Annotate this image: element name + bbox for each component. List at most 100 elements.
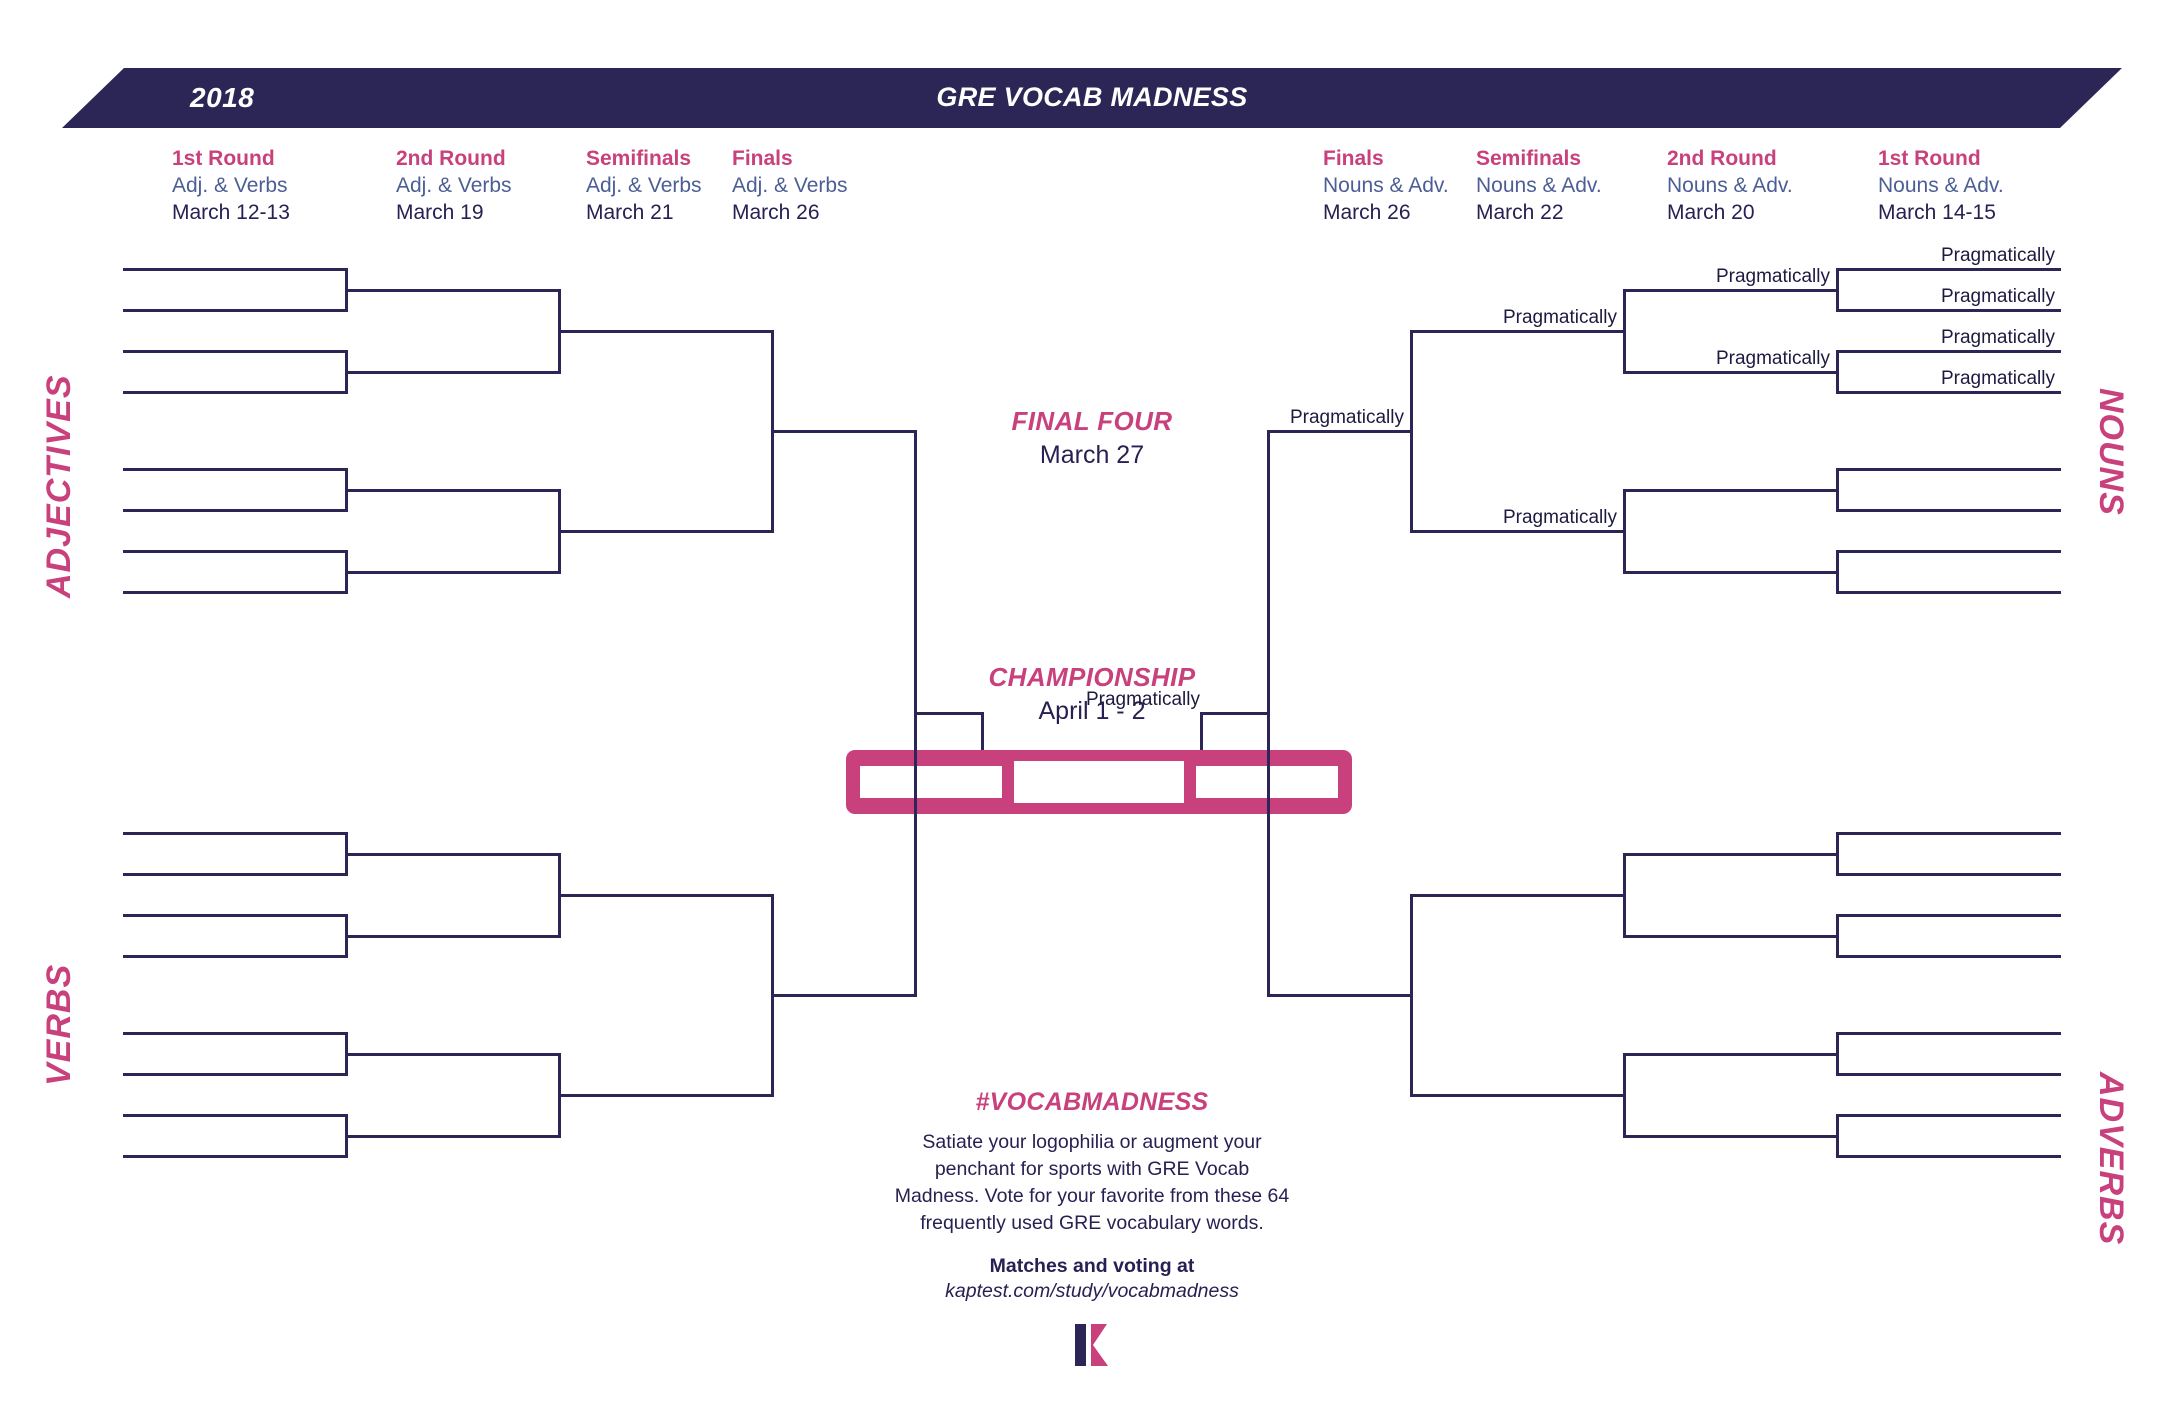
bracket-slot-round1 [123, 1114, 345, 1117]
voting-url[interactable]: kaptest.com/study/vocabmadness [945, 1279, 1239, 1302]
bracket-connector-semifinal [771, 894, 774, 1097]
bracket-slot-round1 [1839, 1114, 2061, 1117]
round-group: Nouns & Adv. [1476, 173, 1602, 197]
bracket-slot-round1 [1839, 914, 2061, 917]
bracket-connector-round1 [1836, 832, 1839, 876]
bracket-slot-round1 [1839, 1032, 2061, 1035]
round-group: Nouns & Adv. [1878, 173, 2004, 197]
banner-title: GRE VOCAB MADNESS [936, 82, 1248, 112]
championship-slot-left[interactable] [860, 766, 1003, 798]
championship-slot-winner[interactable] [1014, 761, 1184, 803]
header-banner [62, 68, 2122, 128]
bracket-slot-semifinal [1413, 530, 1623, 533]
final-four-title: FINAL FOUR [1011, 406, 1173, 436]
round-name: 2nd Round [1667, 147, 1777, 170]
championship-date: April 1 - 2 [1038, 697, 1146, 725]
bracket-slot-round1 [1839, 468, 2061, 471]
bracket-slot-round2 [348, 1135, 558, 1138]
bracket-slot-round2 [348, 1053, 558, 1056]
bracket-slot-round1 [123, 391, 345, 394]
bracket-connector-round1 [1836, 914, 1839, 958]
kaplan-k-logo [1075, 1324, 1108, 1366]
bracket-slot-label[interactable]: Pragmatically [1502, 307, 1617, 328]
bracket-slot-round1 [123, 550, 345, 553]
bracket-connector-round2 [1623, 289, 1626, 374]
round-date: March 26 [732, 200, 820, 224]
bracket-slot-round1 [123, 873, 345, 876]
bracket-slot-semifinal [1413, 330, 1623, 333]
hashtag-title: #VOCABMADNESS [975, 1088, 1209, 1116]
bracket-slot-label[interactable]: Pragmatically [1940, 327, 2055, 348]
round-date: March 12-13 [172, 200, 290, 224]
bracket-slot-label[interactable]: Pragmatically [1715, 348, 1830, 369]
bracket-slot-round2 [1626, 935, 1836, 938]
round-group: Adj. & Verbs [732, 173, 848, 197]
bracket-slot-semifinal [1413, 894, 1623, 897]
round-date: March 22 [1476, 200, 1564, 224]
bracket-connector-semifinal [771, 330, 774, 533]
bracket-connector-round2 [1623, 1053, 1626, 1138]
bracket-slot-round2 [348, 571, 558, 574]
round-header-right-4: 1st Round Nouns & Adv. March 14-15 [1878, 146, 2004, 227]
side-label-adverbs: ADVERBS [2092, 1072, 2130, 1246]
bracket-slot-semifinal [561, 1094, 771, 1097]
bracket-slot-round1 [123, 955, 345, 958]
bracket-slot-round1 [1839, 391, 2061, 394]
bracket-slot-round1 [123, 1032, 345, 1035]
bracket-slot-round2 [1626, 289, 1836, 292]
bracket-slot-round1 [123, 468, 345, 471]
bracket-slot-semifinal [561, 530, 771, 533]
bracket-connector-round1 [1836, 1032, 1839, 1076]
championship-title: CHAMPIONSHIP [988, 662, 1196, 692]
round-name: Finals [1323, 147, 1384, 170]
bracket-connector-semifinal [1410, 330, 1413, 533]
final-four-stub-right [1200, 712, 1270, 715]
final-four-winner-label[interactable]: Pragmatically [1085, 689, 1200, 710]
bracket-slot-round2 [348, 489, 558, 492]
bracket-slot-label[interactable]: Pragmatically [1940, 368, 2055, 389]
round-date: March 21 [586, 200, 674, 224]
round-group: Nouns & Adv. [1323, 173, 1449, 197]
bracket-slot-label[interactable]: Pragmatically [1289, 407, 1404, 428]
bracket-connector-round2 [558, 489, 561, 574]
bracket-connector-round2 [558, 1053, 561, 1138]
round-name: Finals [732, 147, 793, 170]
round-group: Adj. & Verbs [396, 173, 512, 197]
bracket-slot-label[interactable]: Pragmatically [1715, 266, 1830, 287]
bracket-slot-round1 [1839, 591, 2061, 594]
round-name: Semifinals [586, 147, 692, 170]
bracket-slot-semifinal [561, 894, 771, 897]
bracket-slot-round1 [123, 268, 345, 271]
bracket-slot-round2 [1626, 571, 1836, 574]
bracket-slot-final [774, 994, 914, 997]
championship-feed-left [981, 712, 984, 750]
bracket-slot-round1 [1839, 350, 2061, 353]
round-date: March 20 [1667, 200, 1755, 224]
bracket-slot-round2 [348, 371, 558, 374]
bracket-slot-final [1270, 994, 1410, 997]
bracket-slot-round2 [1626, 853, 1836, 856]
bracket-slot-round1 [123, 1155, 345, 1158]
bracket-connector-round1 [345, 268, 348, 312]
bracket-slot-round1 [1839, 1073, 2061, 1076]
bracket-slot-label[interactable]: Pragmatically [1940, 286, 2055, 307]
round-date: March 26 [1323, 200, 1411, 224]
championship-box[interactable] [846, 750, 1352, 814]
bracket-connector-semifinal [1410, 894, 1413, 1097]
bracket-slot-round1 [123, 509, 345, 512]
championship-slot-right[interactable] [1195, 766, 1338, 798]
bracket-slot-label[interactable]: Pragmatically [1502, 507, 1617, 528]
bracket-slot-label[interactable]: Pragmatically [1940, 245, 2055, 266]
round-header-left-4: Finals Adj. & Verbs March 26 [732, 146, 848, 227]
bracket-connector-round1 [1836, 268, 1839, 312]
side-label-verbs: VERBS [40, 963, 78, 1086]
bracket-slot-round2 [348, 853, 558, 856]
round-name: 2nd Round [396, 147, 506, 170]
bracket-slot-semifinal [1413, 1094, 1623, 1097]
bracket-slot-round2 [1626, 371, 1836, 374]
round-header-left-1: 1st Round Adj. & Verbs March 12-13 [172, 146, 290, 227]
round-header-right-1: Finals Nouns & Adv. March 26 [1323, 146, 1449, 227]
bracket-slot-round2 [1626, 489, 1836, 492]
bracket-connector-round1 [1836, 350, 1839, 394]
